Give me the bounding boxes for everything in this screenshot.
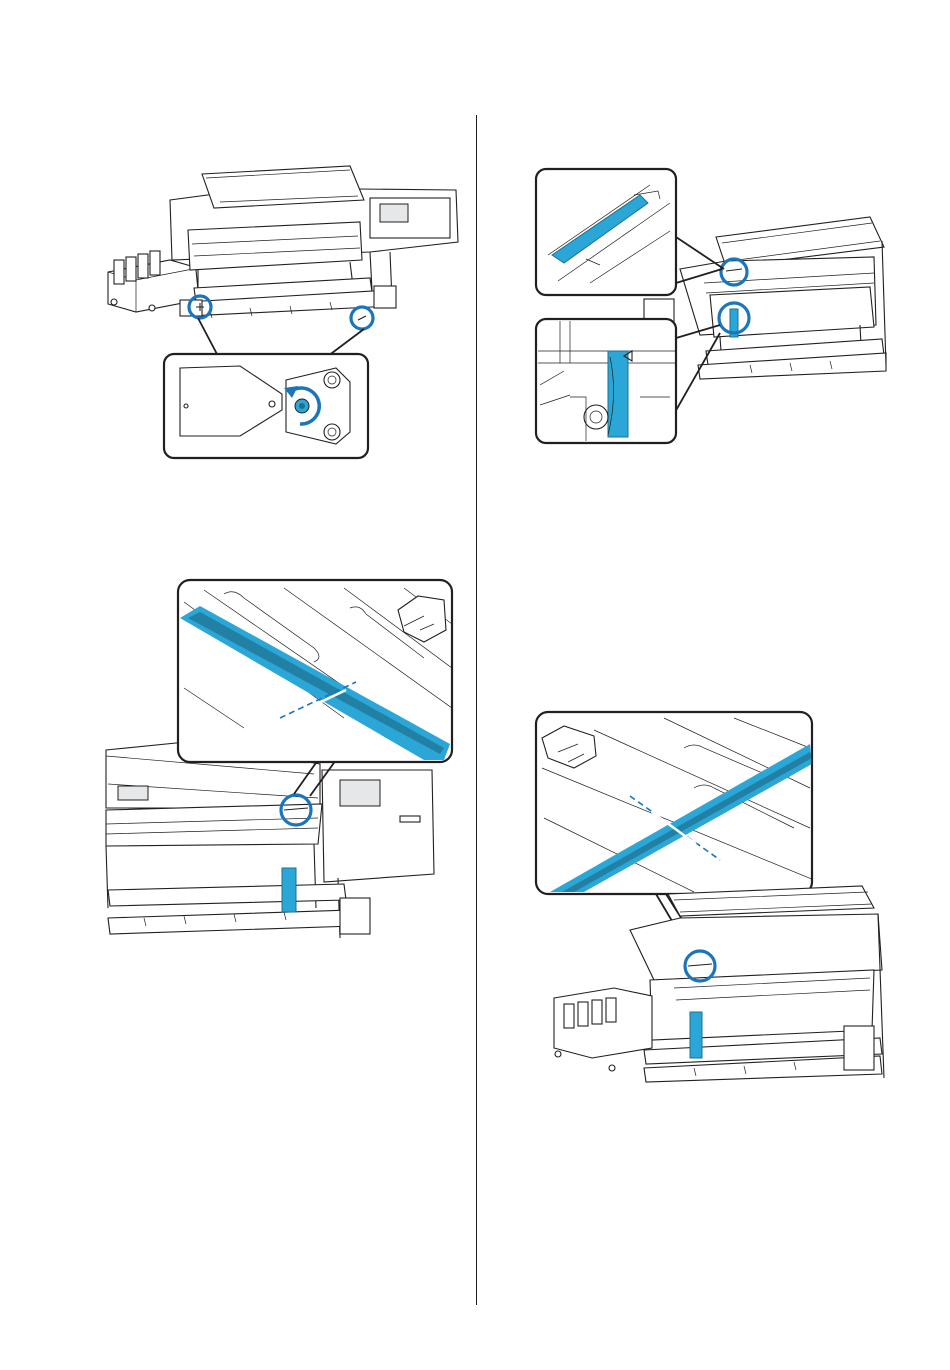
figure-printer-knobs <box>100 160 480 470</box>
printer-illustration <box>106 742 434 938</box>
figure-media-alignment-right <box>104 578 456 940</box>
figure-media-edge-marks <box>530 165 890 450</box>
figure-media-alignment-left <box>534 708 890 1090</box>
printer-illustration <box>644 217 886 379</box>
printer-illustration <box>170 166 458 318</box>
printer-illustration <box>554 886 884 1082</box>
